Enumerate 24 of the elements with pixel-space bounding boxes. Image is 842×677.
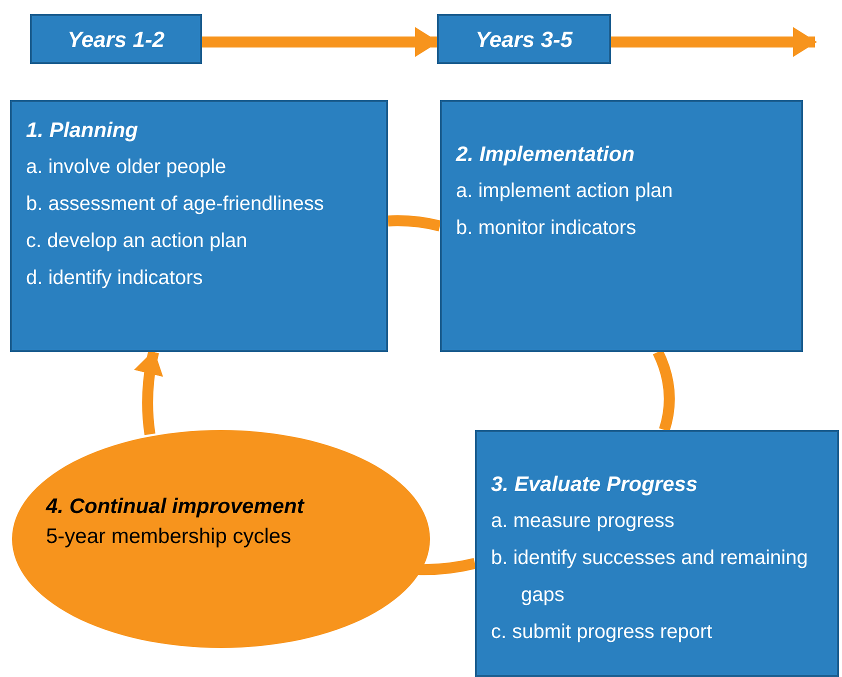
step-heading: 1. Planning	[26, 118, 140, 144]
step-item: c. submit progress report	[491, 620, 714, 645]
stage-label: Years 1-2	[30, 14, 202, 64]
step-box	[440, 100, 803, 352]
step-heading: 2. Implementation	[456, 142, 636, 168]
arrow	[134, 350, 164, 436]
step-heading: 3. Evaluate Progress	[491, 472, 699, 498]
step-item: b. assessment of age-friendliness	[26, 192, 325, 217]
step-item: c. develop an action plan	[26, 229, 248, 254]
stage-label: Years 3-5	[437, 14, 611, 64]
arrow	[202, 27, 439, 57]
step-note: 5-year membership cycles	[46, 524, 292, 550]
step-item: d. identify indicators	[26, 266, 204, 291]
step-item: a. implement action plan	[456, 179, 674, 204]
step-box	[10, 100, 388, 352]
connector-line	[417, 558, 476, 576]
connector-line	[652, 350, 675, 432]
step-heading: 4. Continual improvement	[46, 494, 306, 520]
arrow	[611, 27, 817, 57]
step-item: b. monitor indicators	[456, 216, 638, 241]
step-item: a. involve older people	[26, 155, 228, 180]
step-item: a. measure progress	[491, 509, 676, 534]
step-box	[475, 430, 839, 677]
connector-line	[388, 215, 442, 232]
